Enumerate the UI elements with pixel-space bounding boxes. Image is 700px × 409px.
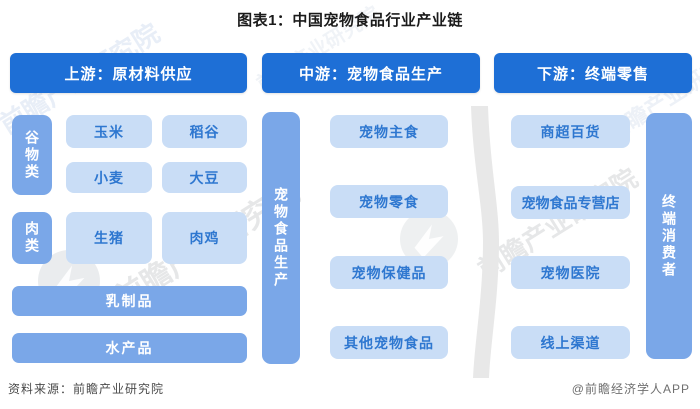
- item-wheat: 小麦: [66, 162, 152, 193]
- item-pet-staple-food: 宠物主食: [330, 115, 448, 148]
- item-pet-snacks: 宠物零食: [330, 185, 448, 218]
- item-broiler-chicken: 肉鸡: [162, 212, 247, 264]
- item-pet-supplements: 宠物保健品: [330, 256, 448, 289]
- item-paddy-rice: 稻谷: [162, 115, 247, 148]
- divider-swoosh: [471, 106, 499, 378]
- section-header-downstream: 下游：终端零售: [494, 53, 692, 93]
- side-label-pet-food-production: 宠物食品生产: [262, 112, 300, 364]
- section-header-upstream: 上游：原材料供应: [10, 53, 247, 93]
- group-label-grains: 谷物类: [12, 115, 52, 195]
- bar-dairy-products: 乳制品: [12, 286, 247, 316]
- item-soybean: 大豆: [162, 162, 247, 193]
- item-pet-food-stores: 宠物食品专营店: [511, 186, 630, 219]
- page-title: 图表1：中国宠物食品行业产业链: [237, 12, 463, 29]
- side-label-end-consumers: 终端消费者: [646, 113, 692, 359]
- item-other-pet-food: 其他宠物食品: [330, 326, 448, 359]
- item-online-channels: 线上渠道: [511, 326, 630, 359]
- section-header-midstream: 中游：宠物食品生产: [262, 53, 480, 93]
- credit-note: @前瞻经济学人APP: [571, 382, 690, 396]
- bar-aquatic-products: 水产品: [12, 333, 247, 363]
- item-corn: 玉米: [66, 115, 152, 148]
- item-supermarkets: 商超百货: [511, 115, 630, 148]
- item-pet-hospitals: 宠物医院: [511, 256, 630, 289]
- group-label-meat: 肉类: [12, 212, 52, 264]
- source-note: 资料来源：前瞻产业研究院: [8, 382, 165, 396]
- item-live-pigs: 生猪: [66, 212, 152, 264]
